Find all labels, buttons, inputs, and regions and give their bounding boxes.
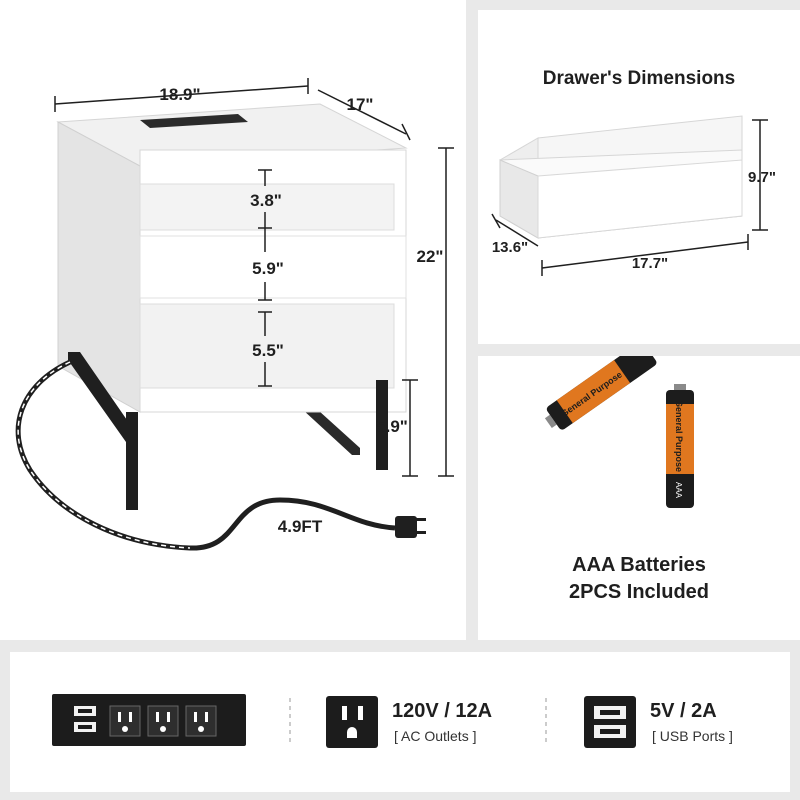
ac-outlet-icon	[185, 705, 217, 737]
inner-dimension-lines	[258, 169, 272, 387]
control-panel-strip	[140, 114, 248, 128]
usb-port-icon	[584, 696, 636, 748]
batteries-caption-line2: 2PCS Included	[568, 581, 710, 603]
drawer-width-dimension-line	[541, 241, 749, 269]
depth-dimension-line	[317, 89, 407, 135]
cord-dashed-line	[17, 361, 191, 549]
nightstand-dimensions-panel: 18.9" 17" 22" 3.8" 5.9" 5.5" 5.9" 4.9FT	[0, 0, 466, 640]
right-front-leg	[376, 380, 388, 470]
batteries-caption: AAA Batteries 2PCS Included	[478, 552, 800, 606]
battery-size-text: AAA	[674, 482, 683, 499]
ac-rating: 120V / 12A	[392, 700, 493, 722]
bottom-shelf-opening	[139, 303, 395, 389]
usb-port-icon	[74, 706, 96, 716]
top-shelf-label: 3.8"	[250, 191, 282, 210]
drawer-front	[139, 235, 407, 299]
drawer-height-label: 5.9"	[252, 259, 284, 278]
drawer-dimensions-panel: Drawer's Dimensions 9.7" 13.6" 17.7"	[478, 10, 800, 344]
battery-icon: General Purpose AAA	[666, 384, 694, 508]
ac-outlets-caption: [ AC Outlets ]	[394, 728, 477, 744]
drawer-width-label: 17.7"	[632, 255, 668, 272]
cabinet-side	[57, 121, 141, 413]
left-front-leg	[126, 412, 138, 510]
drawer-depth-label: 13.6"	[492, 239, 528, 256]
drawer-title: Drawer's Dimensions	[542, 68, 736, 89]
depth-label: 17"	[347, 95, 374, 114]
top-shelf-opening	[139, 183, 395, 231]
drawer-height-label: 9.7"	[748, 169, 776, 186]
width-dimension-line	[54, 85, 309, 105]
nightstand-illustration: 18.9" 17" 22" 3.8" 5.9" 5.5" 5.9" 4.9FT	[15, 78, 454, 551]
height-label: 22"	[417, 247, 444, 266]
ac-outlet-icon	[326, 696, 378, 748]
battery-brand-text: General Purpose	[674, 400, 684, 472]
power-specs-panel: 120V / 12A [ AC Outlets ] 5V / 2A [ USB …	[10, 652, 790, 792]
bottom-shelf-label: 5.5"	[252, 341, 284, 360]
batteries-caption-line1: AAA Batteries	[572, 554, 706, 576]
usb-ports-caption: [ USB Ports ]	[652, 728, 733, 744]
batteries-illustration: General Purpose General Purpose AAA	[544, 356, 694, 508]
drawer-illustration: 9.7" 13.6" 17.7"	[491, 115, 776, 276]
plug-icon	[395, 516, 426, 538]
width-label: 18.9"	[159, 85, 200, 104]
batteries-panel: General Purpose General Purpose AAA AAA …	[478, 356, 800, 640]
usb-port-icon	[74, 722, 96, 732]
ac-outlet-icon	[147, 705, 179, 737]
usb-rating: 5V / 2A	[650, 700, 717, 722]
leg-height-label: 5.9"	[376, 417, 408, 436]
power-strip-illustration	[52, 694, 636, 748]
drawer-depth-dimension-line	[495, 219, 539, 247]
cord-length-label: 4.9FT	[278, 517, 323, 536]
battery-icon: General Purpose	[544, 356, 657, 430]
ac-outlet-icon	[109, 705, 141, 737]
